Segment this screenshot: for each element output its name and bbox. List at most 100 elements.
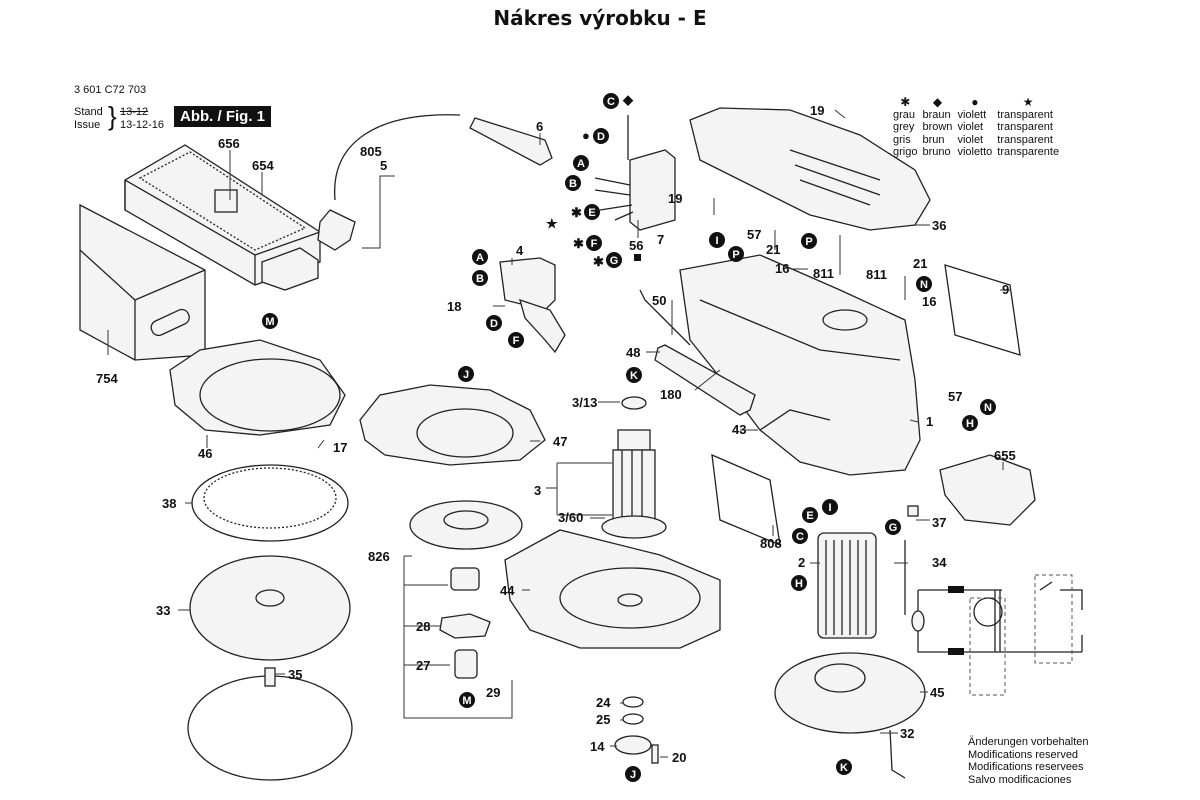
part-label: 805: [360, 144, 382, 159]
part-label: 655: [994, 448, 1016, 463]
badge-f: F: [586, 235, 602, 251]
badge-f-switch: F: [508, 332, 524, 348]
svg-text:A: A: [577, 158, 585, 170]
legend-cell: brun: [922, 133, 945, 146]
legend-cell: brown: [922, 121, 953, 133]
clip-37: [907, 505, 919, 517]
part-label: 7: [657, 232, 664, 247]
legend-cell: grey: [893, 121, 915, 133]
part-label: 6: [536, 119, 543, 134]
badge-g: G: [606, 252, 622, 268]
legend-cell: violet: [957, 121, 984, 133]
part-label: 36: [932, 218, 946, 233]
badge-h-lower: H: [962, 415, 978, 431]
legend-cell: bruno: [922, 146, 951, 158]
legend-cell: grigo: [893, 146, 918, 158]
svg-text:I: I: [828, 502, 831, 514]
part-label: 808: [760, 536, 782, 551]
svg-text:J: J: [630, 769, 636, 781]
part-label: 33: [156, 603, 170, 618]
part-label: 24: [596, 695, 611, 710]
svg-text:I: I: [715, 235, 718, 247]
svg-text:A: A: [476, 252, 484, 264]
part-label: 25: [596, 712, 610, 727]
part-label: 56: [629, 238, 643, 253]
badge-i-field: I: [822, 499, 838, 515]
part-label: 27: [416, 658, 430, 673]
fan-826: [409, 500, 523, 679]
badge-d-switch: D: [486, 315, 502, 331]
square-mark-icon: [634, 254, 641, 261]
legend-cell: transparent: [997, 121, 1053, 133]
badge-j-bearing: J: [625, 766, 641, 782]
part-label: 43: [732, 422, 746, 437]
part-label: 21: [766, 242, 780, 257]
part-label: 38: [162, 496, 176, 511]
svg-text:G: G: [889, 522, 898, 534]
badge-e: E: [584, 204, 600, 220]
legend-cell: grau: [893, 108, 916, 121]
svg-text:N: N: [984, 402, 992, 414]
part-label: 826: [368, 549, 390, 564]
part-label: 20: [672, 750, 686, 765]
part-label: 654: [252, 158, 274, 173]
part-label: 57: [747, 227, 761, 242]
sanding-pad-33: [189, 555, 351, 661]
legend-cell: braun: [922, 108, 951, 121]
legend-cell: transparent: [997, 133, 1053, 146]
svg-text:E: E: [806, 510, 813, 522]
color-legend: ✱ ◆ ● ★ grau braun violett transparent g…: [893, 96, 1064, 159]
badge-j-intake: J: [458, 366, 474, 382]
part-label: 57: [948, 389, 962, 404]
part-label: 18: [447, 299, 461, 314]
leader-lines: [107, 109, 1010, 758]
part-label: 29: [486, 685, 500, 700]
part-label: 28: [416, 619, 430, 634]
legend-cell: transparent: [997, 108, 1053, 121]
note-line: Änderungen vorbehalten: [968, 736, 1089, 748]
legend-row-fr: gris brun violet transparent: [893, 134, 1064, 147]
part-label: 1: [926, 414, 933, 429]
badge-p-top: P: [728, 246, 744, 262]
cover-plate-808: [711, 453, 781, 547]
bearing-14: [614, 735, 652, 755]
svg-text:B: B: [476, 273, 484, 285]
badge-m-guard: M: [262, 313, 278, 329]
part-label: 754: [96, 371, 118, 386]
part-label: 35: [288, 667, 302, 682]
part-label: 9: [1002, 282, 1009, 297]
badge-k-guide: K: [836, 759, 852, 775]
badge-p-right: P: [801, 233, 817, 249]
stand-issue-label: Stand Issue: [74, 106, 103, 132]
stand-label: Stand: [74, 106, 103, 118]
plate-48: [654, 344, 756, 416]
grey-symbol-icon: ✱: [900, 95, 911, 109]
grey-mark-icon: ✱: [573, 236, 584, 251]
housing-cover-36: [689, 107, 931, 231]
svg-text:D: D: [490, 318, 498, 330]
armature-3: [601, 396, 667, 539]
power-cord-805: [317, 114, 553, 251]
wiring-schematic: [911, 574, 1083, 696]
seal-ring-38-inner: [203, 467, 337, 529]
capacitor-56: [594, 115, 676, 231]
badge-n-lower: N: [980, 399, 996, 415]
svg-text:P: P: [805, 236, 812, 248]
screw-20: [651, 744, 659, 764]
badge-h-field: H: [791, 575, 807, 591]
grey-mark-icon: ★: [546, 216, 558, 231]
issue-label: Issue: [74, 119, 101, 131]
badge-n-top: N: [916, 276, 932, 292]
badge-e-field: E: [802, 507, 818, 523]
spring-32: [889, 729, 906, 779]
part-label: 16: [775, 261, 789, 276]
violet-symbol-icon: ●: [971, 95, 979, 109]
svg-text:N: N: [920, 279, 928, 291]
badge-a: A: [573, 155, 589, 171]
badge-b: B: [565, 175, 581, 191]
cord-guard-655: [939, 454, 1036, 526]
screw-35: [264, 667, 276, 687]
washer-25: [622, 713, 644, 725]
svg-text:H: H: [795, 578, 803, 590]
violet-mark-icon: ●: [582, 128, 590, 143]
